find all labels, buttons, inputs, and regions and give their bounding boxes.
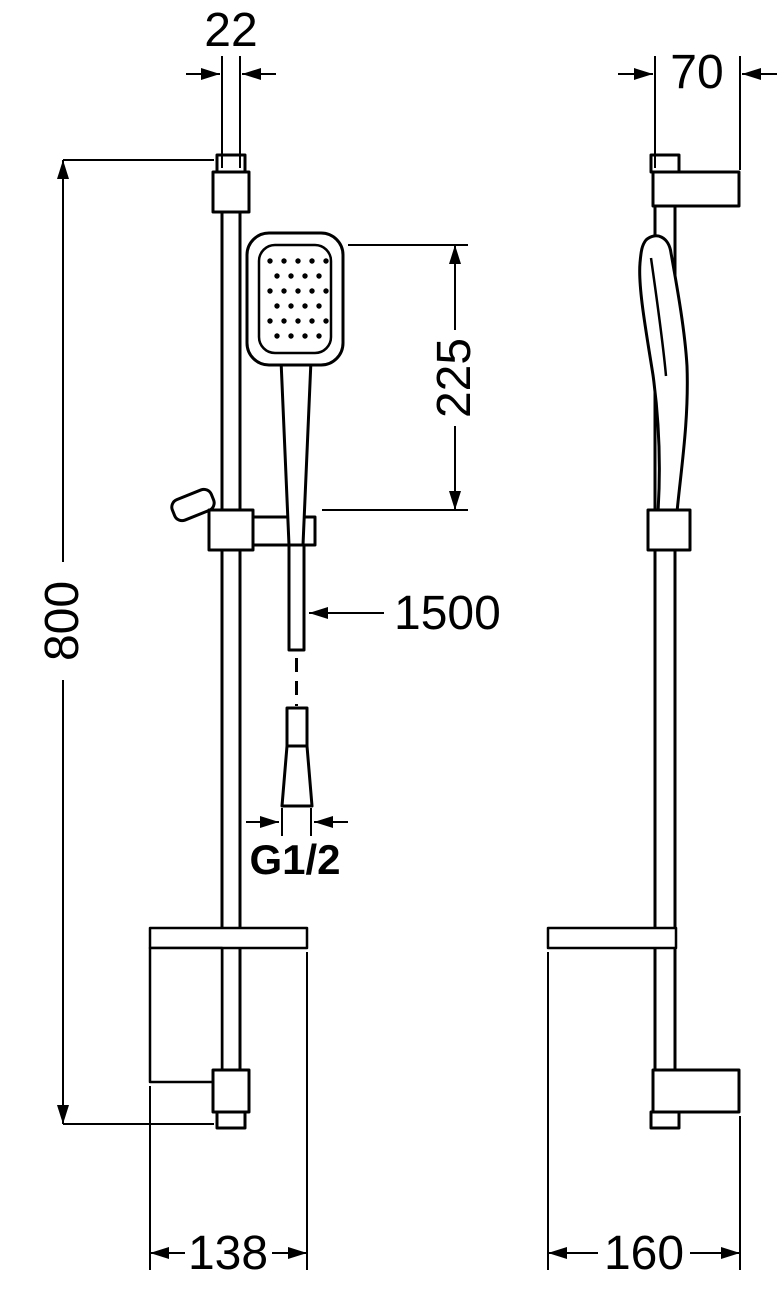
dim-hand-shower-length: 225: [322, 244, 481, 511]
wall-bracket-bottom-front: [211, 1068, 251, 1114]
dim-rail-length: 800: [36, 159, 214, 1125]
dim-label-shelf-depth: 160: [604, 1227, 684, 1280]
dim-label-hand-shower-length: 225: [428, 338, 481, 418]
dim-label-shelf-width: 138: [188, 1227, 268, 1280]
wall-bracket-bottom-side: [651, 1068, 741, 1114]
rail-end-cap-bottom-front: [215, 1110, 247, 1130]
dim-thread: G1/2: [246, 808, 348, 883]
wall-bracket-top-side: [651, 170, 741, 208]
spray-face: [257, 243, 333, 355]
soap-dish-bar-front: [148, 926, 309, 950]
hose-cone-end: [280, 744, 314, 808]
slider-block-side: [646, 508, 692, 552]
dim-shelf-depth: 160: [547, 952, 741, 1280]
soap-dish-bar-side: [546, 926, 678, 950]
soap-dish-body-front: [148, 946, 224, 1084]
hose-fitting-nut: [285, 706, 309, 748]
front-view: [148, 153, 345, 1130]
shower-hose-upper: [287, 543, 306, 652]
dim-label-thread: G1/2: [249, 836, 340, 883]
hand-shower-profile-side: [638, 234, 689, 514]
dim-label-rail-diameter: 22: [204, 4, 257, 57]
side-view: [546, 153, 741, 1130]
dim-rail-diameter: 22: [186, 4, 276, 168]
rail-end-cap-bottom-side: [649, 1110, 681, 1130]
dim-shelf-width: 138: [149, 952, 308, 1280]
wall-bracket-top-front: [211, 170, 251, 214]
dim-hose-length: 1500: [309, 587, 501, 640]
slider-lever: [170, 487, 216, 523]
rail-tube-front: [220, 153, 242, 1130]
hand-shower-profile-contour: [649, 257, 668, 377]
holder-arm-front: [251, 515, 317, 547]
dim-label-hose-length: 1500: [394, 587, 501, 640]
spray-nozzles: [267, 258, 329, 339]
dim-bracket-depth: 70: [618, 46, 777, 170]
dim-label-bracket-depth: 70: [670, 46, 723, 99]
slider-block-front: [207, 508, 255, 552]
dim-label-rail-length: 800: [36, 581, 89, 661]
